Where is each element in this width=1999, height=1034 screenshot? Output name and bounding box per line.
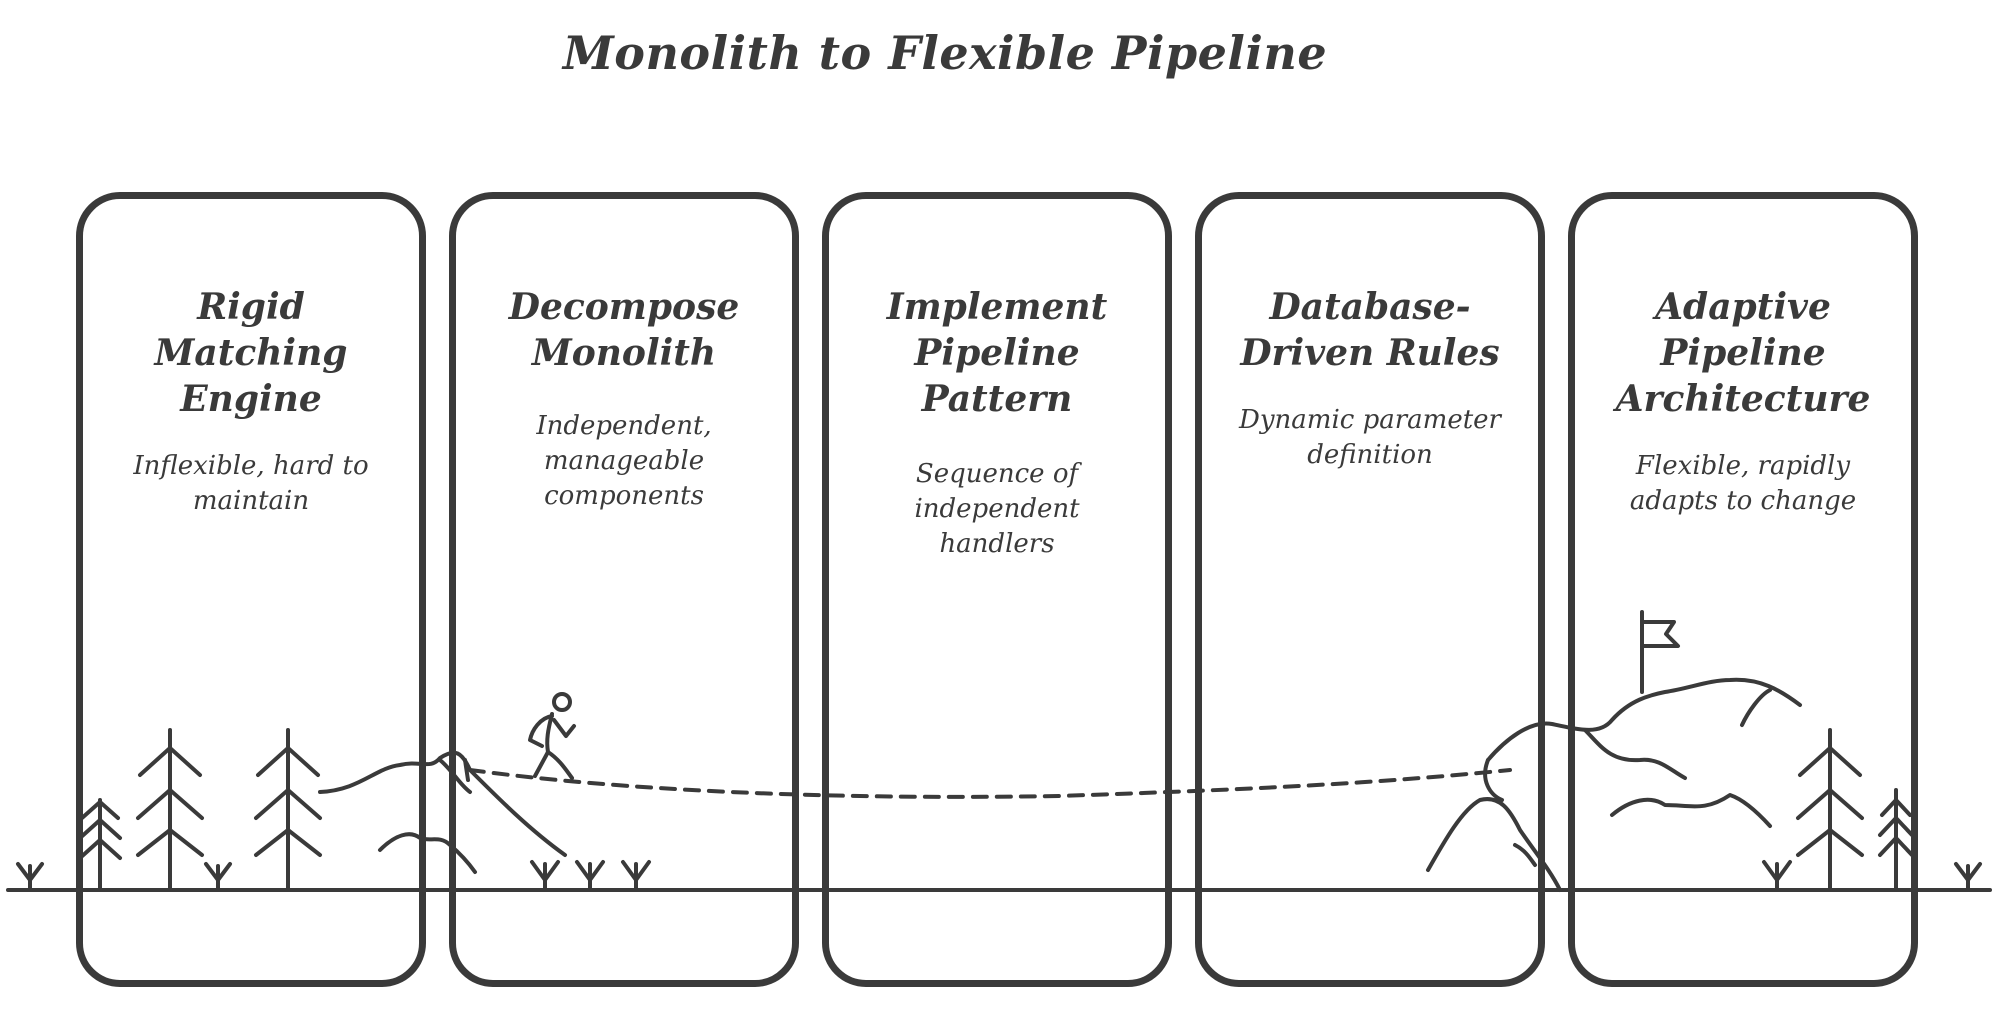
grass-tuft-icon [1954, 862, 1982, 890]
pine-tree-icon [1796, 728, 1864, 892]
grass-tuft-icon [204, 862, 232, 890]
pine-tree-icon [136, 728, 204, 892]
flag-icon [1640, 610, 1680, 694]
step-5-description: Flexible, rapidly adapts to change [1629, 451, 1857, 516]
step-1-description: Inflexible, hard to maintain [133, 451, 369, 516]
grass-tuft-icon [530, 860, 651, 890]
grass-tuft-icon [16, 862, 44, 890]
step-3-description: Sequence of independent handlers [914, 459, 1080, 559]
step-4-title: Database- Driven Rules [1240, 286, 1500, 374]
page-title: Monolith to Flexible Pipeline [562, 26, 1328, 80]
step-card-3: Implement Pipeline Pattern Sequence of i… [822, 192, 1172, 987]
step-2-title: Decompose Monolith [508, 286, 740, 374]
step-5-title: Adaptive Pipeline Architecture [1615, 286, 1871, 420]
pine-tree-icon [254, 728, 322, 892]
hiker-icon [528, 692, 576, 780]
grass-tuft-icon [1762, 860, 1792, 890]
step-card-5: Adaptive Pipeline Architecture Flexible,… [1568, 192, 1918, 987]
step-3-title: Implement Pipeline Pattern [886, 286, 1108, 420]
mountain-icon [1426, 677, 1802, 892]
step-4-description: Dynamic parameter definition [1239, 405, 1501, 470]
pine-tree-icon [78, 798, 122, 892]
step-card-1: Rigid Matching Engine Inflexible, hard t… [76, 192, 426, 987]
step-card-4: Database- Driven Rules Dynamic parameter… [1195, 192, 1545, 987]
step-card-2: Decompose Monolith Independent, manageab… [449, 192, 799, 987]
journey-path [468, 768, 1512, 799]
pine-tree-icon [1878, 788, 1914, 892]
step-2-description: Independent, manageable components [536, 411, 712, 511]
mountain-icon [318, 750, 567, 874]
step-1-title: Rigid Matching Engine [154, 286, 348, 420]
